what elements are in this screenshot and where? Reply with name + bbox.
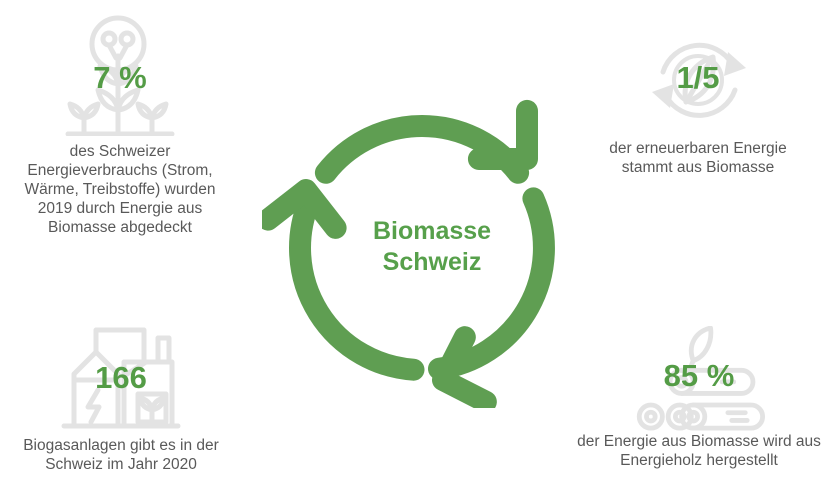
stat-renewable-share: 1/5 der erneuerbaren Energie stammt aus …: [578, 28, 818, 177]
stat-description: des Schweizer Energieverbrauchs (Strom, …: [24, 143, 216, 237]
center-title-line1: Biomasse: [372, 217, 492, 245]
stat-value: 166: [95, 360, 147, 395]
log-pile-icon: [631, 325, 767, 432]
plant-lightbulb-icon: [60, 12, 180, 137]
center-title-line2: Schweiz: [382, 248, 482, 276]
stat-description: der Energie aus Biomasse wird aus Energi…: [577, 433, 821, 470]
stat-wood-energy: 85 % der Energie aus Biomasse wird aus E…: [568, 325, 830, 470]
recycle-leaf-icon-svg: [652, 42, 746, 118]
biogas-plant-icon: [58, 310, 184, 432]
stat-description: der erneuerbaren Energie stammt aus Biom…: [609, 140, 787, 177]
stat-biogas-plants: 166 Biogasanlagen gibt es in der Schweiz…: [6, 310, 236, 474]
stat-value: 85 %: [663, 358, 735, 393]
biogas-plant-icon-svg: [61, 327, 181, 429]
log-pile-icon-svg: [636, 325, 765, 431]
center-title: Biomasse Schweiz: [332, 216, 532, 278]
stat-description: Biogasanlagen gibt es in der Schweiz im …: [23, 437, 219, 474]
stat-energy-consumption: 7 % des Schweizer Energieverbrauchs (Str…: [3, 12, 237, 237]
stat-value: 1/5: [676, 60, 720, 95]
recycle-leaf-icon: [642, 28, 754, 132]
stat-value: 7 %: [93, 60, 147, 95]
cycle-arrows-icon: [262, 99, 555, 408]
plant-lightbulb-icon-svg: [65, 15, 175, 137]
